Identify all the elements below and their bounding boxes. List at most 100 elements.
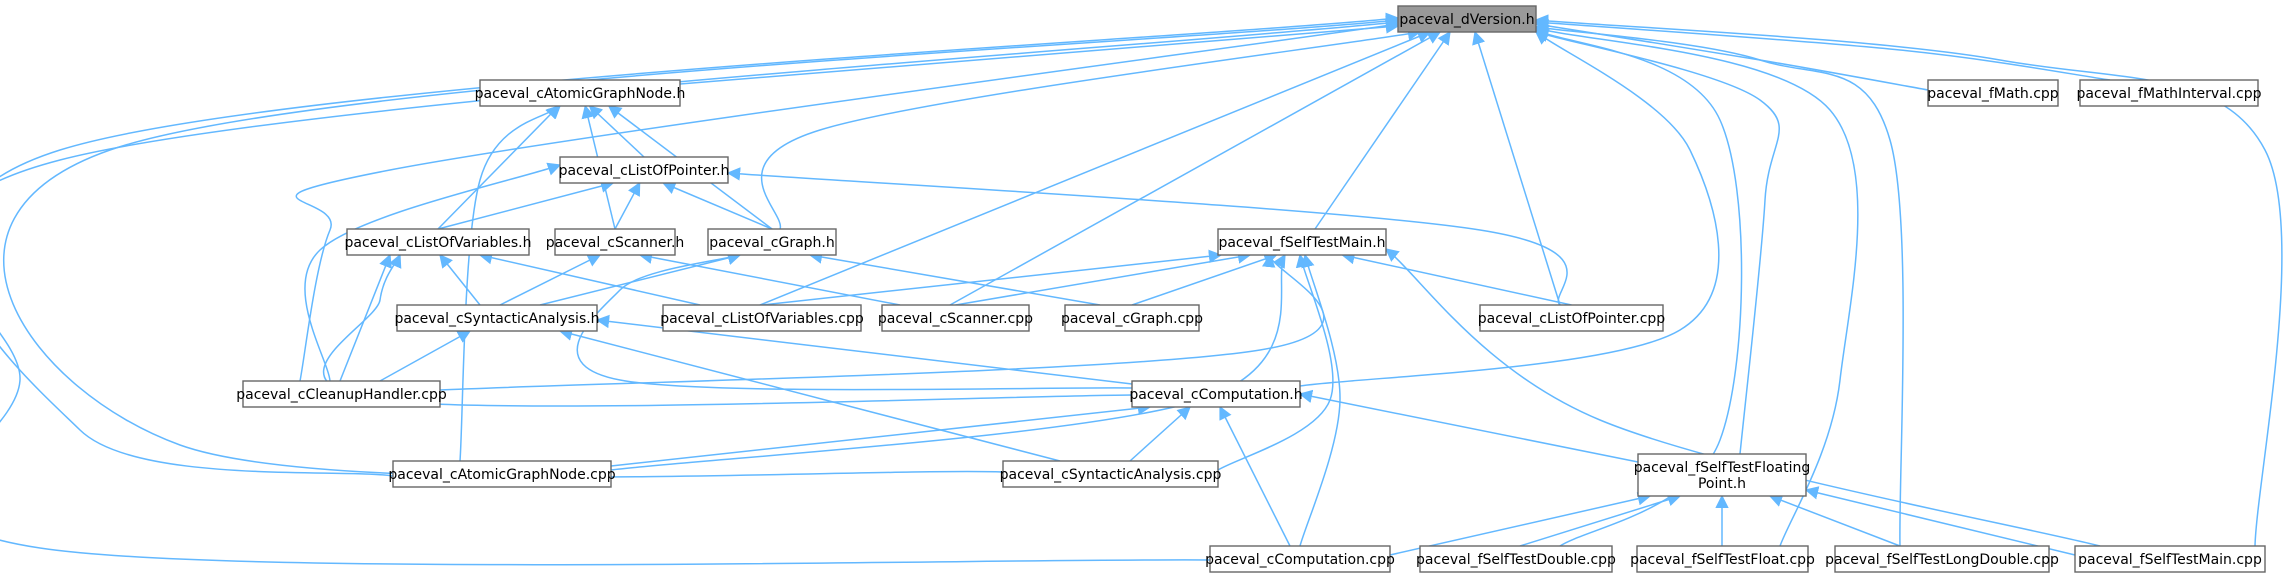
node-longdouble_cpp[interactable]: paceval_fSelfTestLongDouble.cpp bbox=[1825, 545, 2059, 573]
node-label: paceval_cListOfVariables.h bbox=[345, 235, 532, 251]
node-box[interactable] bbox=[1131, 380, 1301, 408]
edge-atomic_cpp-to-atomic_h bbox=[459, 105, 561, 462]
node-box[interactable] bbox=[1397, 5, 1537, 33]
node-listvar_h[interactable]: paceval_cListOfVariables.h bbox=[345, 228, 532, 256]
edge-listvar_cpp-to-selftestmain_h bbox=[761, 249, 1223, 306]
node-comp_cpp[interactable]: paceval_cComputation.cpp bbox=[1205, 545, 1395, 573]
node-fmath[interactable]: paceval_fMath.cpp bbox=[1927, 79, 2059, 107]
node-box[interactable] bbox=[1064, 304, 1200, 332]
node-comp_h[interactable]: paceval_cComputation.h bbox=[1129, 380, 1303, 408]
node-box[interactable] bbox=[554, 228, 676, 256]
edge-longdouble_cpp-to-floating_h bbox=[1768, 494, 1901, 547]
node-box[interactable] bbox=[2074, 545, 2266, 573]
node-syntactic_cpp[interactable]: paceval_cSyntacticAnalysis.cpp bbox=[1000, 460, 1222, 488]
node-selftestmain_cpp[interactable]: paceval_fSelfTestMain.cpp bbox=[2074, 545, 2266, 573]
edge-listvar_h-to-atomic_h bbox=[437, 105, 560, 230]
node-atomic_h[interactable]: paceval_cAtomicGraphNode.h bbox=[475, 79, 686, 107]
node-box[interactable] bbox=[1834, 545, 2050, 573]
edge-double_cpp-to-floating_h bbox=[1519, 493, 1682, 547]
edge-atomic_cpp-to-dversion bbox=[0, 12, 1400, 477]
node-atomic_cpp[interactable]: paceval_cAtomicGraphNode.cpp bbox=[388, 460, 616, 488]
node-box[interactable] bbox=[1927, 79, 2059, 107]
node-graph_h[interactable]: paceval_cGraph.h bbox=[707, 228, 837, 256]
node-label: paceval_cAtomicGraphNode.h bbox=[475, 86, 686, 102]
edge-selftestmain_cpp-to-selftestmain_h bbox=[1384, 248, 2101, 547]
node-box[interactable] bbox=[392, 460, 612, 488]
node-label: paceval_fSelfTestFloating bbox=[1634, 460, 1811, 476]
node-fmathint[interactable]: paceval_fMathInterval.cpp bbox=[2076, 79, 2262, 107]
node-label: paceval_cGraph.cpp bbox=[1061, 311, 1203, 327]
node-listptr_cpp[interactable]: paceval_cListOfPointer.cpp bbox=[1478, 304, 1666, 332]
edge-floating_h-to-dversion bbox=[1534, 29, 1780, 455]
edge-listvar_cpp-to-dversion bbox=[759, 30, 1432, 306]
edge-syntactic_cpp-to-comp_h bbox=[1129, 406, 1192, 462]
node-box[interactable] bbox=[559, 156, 729, 184]
node-label: paceval_cSyntacticAnalysis.cpp bbox=[1000, 467, 1222, 483]
node-box[interactable] bbox=[479, 79, 681, 107]
node-cleanup_cpp[interactable]: paceval_cCleanupHandler.cpp bbox=[236, 380, 447, 408]
node-box[interactable] bbox=[1479, 304, 1664, 332]
edge-float_cpp-to-dversion bbox=[1534, 24, 1859, 547]
node-box[interactable] bbox=[1419, 545, 1613, 573]
node-scanner_h[interactable]: paceval_cScanner.h bbox=[546, 228, 685, 256]
node-label: paceval_cAtomicGraphNode.cpp bbox=[388, 467, 615, 483]
node-label: paceval_fSelfTestMain.h bbox=[1218, 235, 1385, 251]
node-box[interactable] bbox=[346, 228, 530, 256]
node-box[interactable] bbox=[881, 304, 1030, 332]
node-label: paceval_cComputation.cpp bbox=[1205, 552, 1395, 568]
node-listptr_h[interactable]: paceval_cListOfPointer.h bbox=[559, 156, 730, 184]
node-label: paceval_fMath.cpp bbox=[1927, 86, 2059, 102]
node-box[interactable] bbox=[707, 228, 837, 256]
node-label: paceval_fSelfTestFloat.cpp bbox=[1630, 552, 1815, 568]
edge-cleanup_cpp-to-listptr_h bbox=[304, 162, 562, 382]
node-label: paceval_cGraph.h bbox=[709, 235, 835, 251]
node-graph_cpp[interactable]: paceval_cGraph.cpp bbox=[1061, 304, 1203, 332]
node-label: paceval_cListOfVariables.cpp bbox=[660, 311, 864, 327]
edge-graph_h-to-dversion bbox=[761, 27, 1422, 230]
node-double_cpp[interactable]: paceval_fSelfTestDouble.cpp bbox=[1416, 545, 1616, 573]
edge-listptr_h-to-atomic_h bbox=[588, 105, 645, 158]
node-box[interactable] bbox=[2079, 79, 2259, 107]
node-label: paceval_fSelfTestMain.cpp bbox=[2078, 552, 2262, 568]
edge-comp_h-to-dversion bbox=[1299, 31, 1720, 387]
node-box[interactable] bbox=[1217, 228, 1387, 256]
node-box[interactable] bbox=[242, 380, 441, 408]
edge-syntactic_h-to-listvar_h bbox=[439, 253, 481, 306]
edge-comp_h-to-graph_h bbox=[576, 251, 1133, 391]
node-label: paceval_cListOfPointer.cpp bbox=[1478, 311, 1666, 327]
edge-selftestmain_cpp-to-floating_h bbox=[1804, 486, 2076, 556]
edge-syntactic_h-to-scanner_h bbox=[499, 254, 602, 306]
node-box[interactable] bbox=[1209, 545, 1391, 573]
edge-scanner_cpp-to-selftestmain_h bbox=[955, 250, 1252, 306]
edge-selftestmain_h-to-dversion bbox=[1314, 30, 1451, 230]
node-float_cpp[interactable]: paceval_fSelfTestFloat.cpp bbox=[1630, 545, 1815, 573]
edge-cleanup_cpp-to-dversion bbox=[295, 19, 1400, 382]
edge-listvar_h-to-listptr_h bbox=[437, 179, 615, 230]
edge-atomic_cpp-to-comp_h bbox=[610, 401, 1152, 467]
node-syntactic_h[interactable]: paceval_cSyntacticAnalysis.h bbox=[394, 304, 600, 332]
edge-comp_cpp-to-selftestmain_h bbox=[1299, 253, 1341, 547]
node-label: paceval_fSelfTestLongDouble.cpp bbox=[1825, 552, 2059, 568]
node-label: paceval_dVersion.h bbox=[1399, 12, 1534, 28]
node-label: Point.h bbox=[1698, 476, 1746, 492]
node-dversion[interactable]: paceval_dVersion.h bbox=[1397, 5, 1537, 33]
node-selftestmain_h[interactable]: paceval_fSelfTestMain.h bbox=[1217, 228, 1387, 256]
node-box[interactable] bbox=[1636, 545, 1809, 573]
node-listvar_cpp[interactable]: paceval_cListOfVariables.cpp bbox=[660, 304, 864, 332]
node-label: paceval_cSyntacticAnalysis.h bbox=[394, 311, 599, 327]
edge-cleanup_cpp-to-selftestmain_h bbox=[439, 253, 1325, 391]
edge-scanner_cpp-to-dversion bbox=[949, 31, 1442, 306]
edge-fmathint-to-dversion bbox=[1534, 16, 2111, 81]
edge-graph_cpp-to-selftestmain_h bbox=[1131, 252, 1278, 306]
node-scanner_cpp[interactable]: paceval_cScanner.cpp bbox=[878, 304, 1033, 332]
node-box[interactable] bbox=[1637, 453, 1807, 497]
node-box[interactable] bbox=[1002, 460, 1219, 488]
edge-cleanup_cpp-to-syntactic_h bbox=[379, 330, 472, 382]
node-box[interactable] bbox=[662, 304, 862, 332]
edge-graph_cpp-to-graph_h bbox=[808, 250, 1101, 306]
edge-listptr_cpp-to-selftestmain_h bbox=[1341, 250, 1572, 306]
node-label: paceval_cCleanupHandler.cpp bbox=[236, 387, 447, 403]
edge-listptr_cpp-to-dversion bbox=[1472, 30, 1561, 306]
node-box[interactable] bbox=[396, 304, 598, 332]
